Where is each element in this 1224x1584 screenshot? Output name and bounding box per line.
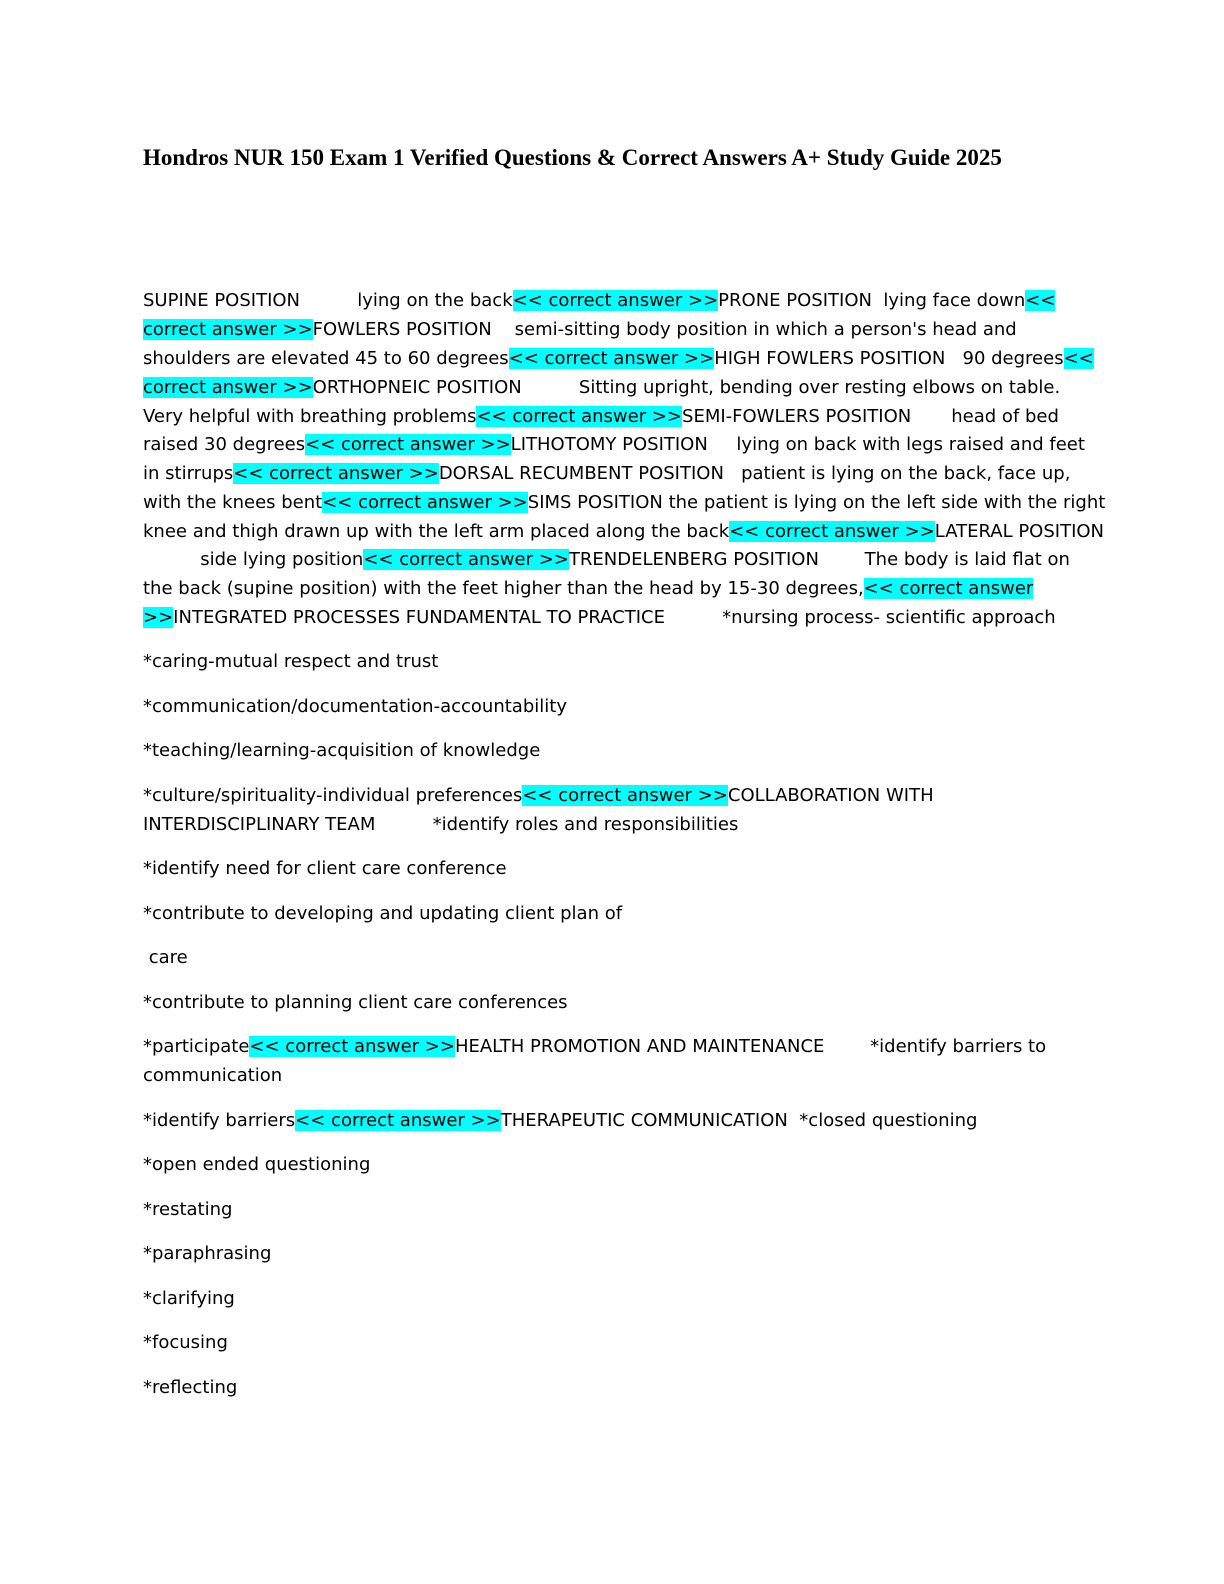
text-segment: *teaching/learning-acquisition of knowle… <box>143 740 541 761</box>
text-segment: SUPINE POSITION lying on the back <box>143 290 513 311</box>
highlighted-answer-marker: << correct answer >> <box>522 785 728 806</box>
text-line: INTERDISCIPLINARY TEAM *identify roles a… <box>143 812 738 840</box>
document-title: Hondros NUR 150 Exam 1 Verified Question… <box>143 145 1002 170</box>
text-line: the back (supine position) with the feet… <box>143 576 1034 604</box>
text-segment: *open ended questioning <box>143 1154 371 1175</box>
text-segment: THERAPEUTIC COMMUNICATION *closed questi… <box>500 1110 978 1131</box>
text-line: *participate<< correct answer >>HEALTH P… <box>143 1034 1046 1062</box>
text-segment: *restating <box>143 1199 233 1220</box>
text-segment: *focusing <box>143 1332 228 1353</box>
text-line: *communication/documentation-accountabil… <box>143 694 567 722</box>
text-line: correct answer >>ORTHOPNEIC POSITION Sit… <box>143 375 1060 403</box>
text-segment: INTERDISCIPLINARY TEAM *identify roles a… <box>143 814 739 835</box>
text-segment: DORSAL RECUMBENT POSITION patient is lyi… <box>438 463 1071 484</box>
text-segment: side lying position <box>143 549 364 570</box>
text-line: in stirrups<< correct answer >>DORSAL RE… <box>143 461 1070 489</box>
text-segment: *contribute to developing and updating c… <box>143 903 623 924</box>
text-line: communication <box>143 1063 282 1091</box>
text-line: SUPINE POSITION lying on the back<< corr… <box>143 288 1056 316</box>
text-segment: HEALTH PROMOTION AND MAINTENANCE *identi… <box>454 1036 1047 1057</box>
highlighted-answer-marker: << correct answer >> <box>233 463 439 484</box>
text-segment: with the knees bent <box>143 492 323 513</box>
highlighted-answer-marker: correct answer >> <box>143 319 313 340</box>
text-line: knee and thigh drawn up with the left ar… <box>143 519 1104 547</box>
text-segment: shoulders are elevated 45 to 60 degrees <box>143 348 509 369</box>
text-line: *restating <box>143 1197 232 1225</box>
text-segment: Very helpful with breathing problems <box>143 406 477 427</box>
text-line: *clarifying <box>143 1286 235 1314</box>
text-line: *contribute to developing and updating c… <box>143 901 622 929</box>
text-segment: communication <box>143 1065 283 1086</box>
highlighted-answer-marker: << correct answer <box>863 578 1034 599</box>
text-segment: in stirrups <box>143 463 234 484</box>
text-line: *paraphrasing <box>143 1241 271 1269</box>
text-line: *caring-mutual respect and trust <box>143 649 438 677</box>
text-segment: LATERAL POSITION <box>934 521 1105 542</box>
text-segment: *identify need for client care conferenc… <box>143 858 507 879</box>
highlighted-answer-marker: correct answer >> <box>143 377 313 398</box>
text-line: *focusing <box>143 1330 228 1358</box>
text-segment: INTEGRATED PROCESSES FUNDAMENTAL TO PRAC… <box>173 607 1056 628</box>
text-segment: LITHOTOMY POSITION lying on back with le… <box>510 434 1085 455</box>
text-segment: *paraphrasing <box>143 1243 272 1264</box>
text-line: *culture/spirituality-individual prefere… <box>143 783 934 811</box>
text-segment: *caring-mutual respect and trust <box>143 651 439 672</box>
text-line: >>INTEGRATED PROCESSES FUNDAMENTAL TO PR… <box>143 605 1056 633</box>
text-line: *open ended questioning <box>143 1152 370 1180</box>
text-segment: *identify barriers <box>143 1110 296 1131</box>
text-line: care <box>143 945 188 973</box>
highlighted-answer-marker: >> <box>143 607 174 628</box>
text-segment: *clarifying <box>143 1288 235 1309</box>
text-line: *teaching/learning-acquisition of knowle… <box>143 738 540 766</box>
text-segment: *participate <box>143 1036 250 1057</box>
text-segment: COLLABORATION WITH <box>727 785 934 806</box>
text-segment: the back (supine position) with the feet… <box>143 578 864 599</box>
text-line: raised 30 degrees<< correct answer >>LIT… <box>143 432 1085 460</box>
text-segment: TRENDELENBERG POSITION The body is laid … <box>568 549 1070 570</box>
text-line: *contribute to planning client care conf… <box>143 990 568 1018</box>
text-line: Very helpful with breathing problems<< c… <box>143 404 1059 432</box>
text-line: shoulders are elevated 45 to 60 degrees<… <box>143 346 1094 374</box>
text-segment: PRONE POSITION lying face down <box>718 290 1026 311</box>
highlighted-answer-marker: << correct answer >> <box>508 348 715 369</box>
highlighted-answer-marker: << correct answer >> <box>305 434 511 455</box>
text-segment: ORTHOPNEIC POSITION Sitting upright, ben… <box>312 377 1061 398</box>
text-segment: *reflecting <box>143 1377 238 1398</box>
text-segment: HIGH FOWLERS POSITION 90 degrees <box>714 348 1064 369</box>
highlighted-answer-marker: << correct answer >> <box>476 406 683 427</box>
highlighted-answer-marker: << <box>1063 348 1094 369</box>
text-segment: knee and thigh drawn up with the left ar… <box>143 521 730 542</box>
text-line: *identify barriers<< correct answer >>TH… <box>143 1108 977 1136</box>
highlighted-answer-marker: << correct answer >> <box>249 1036 455 1057</box>
text-segment: SIMS POSITION the patient is lying on th… <box>527 492 1106 513</box>
text-segment: SEMI-FOWLERS POSITION head of bed <box>682 406 1059 427</box>
text-segment: raised 30 degrees <box>143 434 306 455</box>
text-segment: *contribute to planning client care conf… <box>143 992 568 1013</box>
highlighted-answer-marker: << correct answer >> <box>512 290 719 311</box>
highlighted-answer-marker: << <box>1025 290 1056 311</box>
text-line: correct answer >>FOWLERS POSITION semi-s… <box>143 317 1017 345</box>
highlighted-answer-marker: << correct answer >> <box>363 549 569 570</box>
text-segment: *communication/documentation-accountabil… <box>143 696 567 717</box>
text-line: *identify need for client care conferenc… <box>143 856 507 884</box>
highlighted-answer-marker: << correct answer >> <box>322 492 528 513</box>
text-segment: care <box>143 947 188 968</box>
highlighted-answer-marker: << correct answer >> <box>729 521 935 542</box>
text-line: side lying position<< correct answer >>T… <box>143 547 1070 575</box>
text-segment: *culture/spirituality-individual prefere… <box>143 785 523 806</box>
text-line: with the knees bent<< correct answer >>S… <box>143 490 1105 518</box>
text-segment: FOWLERS POSITION semi-sitting body posit… <box>312 319 1017 340</box>
text-line: *reflecting <box>143 1375 237 1403</box>
highlighted-answer-marker: << correct answer >> <box>295 1110 501 1131</box>
